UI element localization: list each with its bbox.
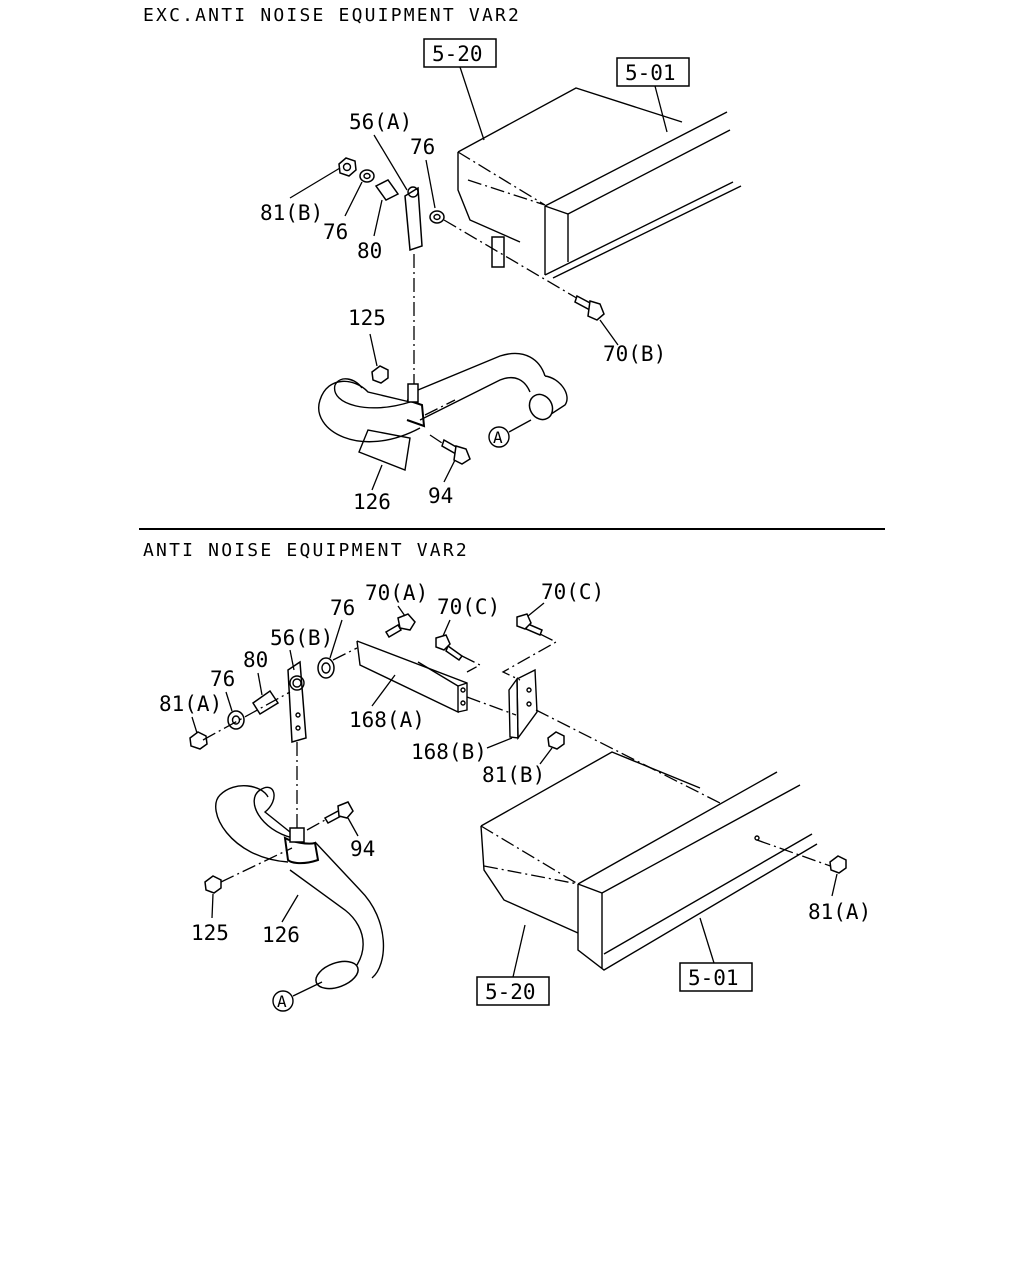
top-bolt-70b — [574, 294, 605, 321]
top-tail-pipe-126 — [318, 352, 568, 471]
bottom-bolt-70c-mid — [435, 634, 464, 662]
top-nut-81b — [338, 157, 357, 177]
bottom-label-125[interactable]: 125 — [191, 921, 229, 945]
top-label-56a[interactable]: 56(A) — [349, 110, 412, 134]
top-bolt-94 — [441, 438, 471, 465]
top-stay-56a — [404, 186, 423, 252]
bottom-bolt-70c-right — [516, 613, 543, 636]
bottom-label-81b[interactable]: 81(B) — [482, 763, 545, 787]
bottom-washer-76-top — [317, 657, 335, 679]
bottom-washer-76-left — [227, 710, 245, 730]
bottom-label-76-left[interactable]: 76 — [210, 667, 235, 691]
top-muffler-assembly — [457, 87, 742, 279]
bottom-nut-81b — [547, 731, 565, 750]
top-label-76-left[interactable]: 76 — [323, 220, 348, 244]
bottom-ref-5-20-label: 5-20 — [485, 980, 536, 1004]
top-label-76-right[interactable]: 76 — [410, 135, 435, 159]
bottom-ref-5-20-box[interactable]: 5-20 — [476, 976, 550, 1006]
top-label-80[interactable]: 80 — [357, 239, 382, 263]
top-section-title: EXC.ANTI NOISE EQUIPMENT VAR2 — [143, 5, 521, 26]
bottom-tail-pipe-126 — [215, 785, 385, 990]
bottom-label-168b[interactable]: 168(B) — [411, 740, 487, 764]
bottom-stay-56b — [287, 660, 307, 743]
bottom-label-81a-right[interactable]: 81(A) — [808, 900, 871, 924]
bottom-nut-81a-left — [189, 731, 208, 750]
bottom-callout-a-label: A — [277, 992, 287, 1011]
bottom-collar-80 — [251, 689, 280, 716]
top-washer-76-right — [429, 210, 445, 224]
bottom-label-81a-left[interactable]: 81(A) — [159, 692, 222, 716]
bottom-label-126[interactable]: 126 — [262, 923, 300, 947]
bottom-ref-5-01-label: 5-01 — [688, 966, 739, 990]
bottom-nut-81a-right — [829, 855, 847, 874]
top-callout-a[interactable]: A — [488, 426, 510, 448]
top-ref-5-20-box[interactable]: 5-20 — [423, 38, 497, 68]
bottom-callout-a[interactable]: A — [272, 990, 294, 1012]
bottom-label-76-top[interactable]: 76 — [330, 596, 355, 620]
top-ref-5-01-box[interactable]: 5-01 — [616, 57, 690, 87]
bottom-label-70c-mid[interactable]: 70(C) — [437, 595, 500, 619]
top-label-126[interactable]: 126 — [353, 490, 391, 514]
top-callout-a-label: A — [493, 428, 503, 447]
bottom-bracket-168b — [508, 668, 538, 741]
top-nut-125 — [371, 365, 389, 384]
bottom-bracket-168a — [356, 640, 468, 714]
bottom-label-56b[interactable]: 56(B) — [270, 626, 333, 650]
bottom-label-80[interactable]: 80 — [243, 648, 268, 672]
bottom-muffler-assembly — [480, 709, 837, 971]
top-washer-76-left — [359, 169, 375, 183]
bottom-bolt-70a — [384, 613, 416, 639]
bottom-label-168a[interactable]: 168(A) — [349, 708, 425, 732]
bottom-ref-5-01-box[interactable]: 5-01 — [679, 962, 753, 992]
top-label-70b[interactable]: 70(B) — [603, 342, 666, 366]
bottom-label-70a[interactable]: 70(A) — [365, 581, 428, 605]
top-label-94[interactable]: 94 — [428, 484, 453, 508]
bottom-bolt-94 — [323, 801, 354, 824]
bottom-nut-125 — [204, 875, 222, 894]
top-label-125[interactable]: 125 — [348, 306, 386, 330]
top-ref-5-01-label: 5-01 — [625, 61, 676, 85]
top-ref-5-20-label: 5-20 — [432, 42, 483, 66]
bottom-label-70c-right[interactable]: 70(C) — [541, 580, 604, 604]
bottom-section-title: ANTI NOISE EQUIPMENT VAR2 — [143, 540, 469, 561]
top-label-81b[interactable]: 81(B) — [260, 201, 323, 225]
top-collar-80 — [374, 179, 400, 201]
bottom-label-94[interactable]: 94 — [350, 837, 375, 861]
